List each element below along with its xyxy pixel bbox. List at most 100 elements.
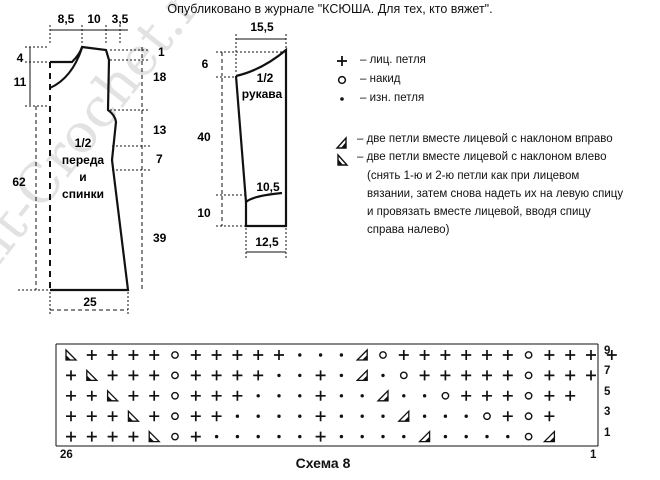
chart-purl-icon (339, 394, 344, 398)
sleeve-outline (235, 47, 288, 228)
chart-k2tog-left-icon (127, 409, 140, 422)
front-back-pattern: 8,5 10 3,5 4 11 62 1 18 13 7 39 25 1/2 п… (12, 12, 167, 316)
chart-k2tog-right-icon (542, 430, 556, 443)
chart-knit-icon (253, 370, 264, 381)
sleeve-dim-bottom: 12,5 (255, 235, 279, 249)
dim-top-1: 8,5 (58, 12, 75, 26)
chart-k2tog-right-icon (397, 409, 410, 422)
chart-yarn-over-icon (171, 412, 179, 421)
row-number-1: 1 (604, 427, 611, 439)
legend-k2tog-right-text: – две петли вместе лицевой с наклоном вп… (357, 133, 613, 145)
chart-purl-icon (422, 414, 427, 418)
sleeve-dim-left-3: 10 (197, 206, 211, 220)
dim-left-3: 62 (12, 175, 26, 189)
chart-purl-icon (235, 434, 240, 439)
chart-knit-icon (86, 431, 97, 442)
chart-yarn-over-icon (524, 412, 533, 421)
chart-purl-icon (485, 434, 489, 439)
chart-knit-icon (211, 390, 222, 401)
dim-right-4: 7 (156, 152, 163, 166)
dim-right-5: 39 (153, 231, 167, 245)
chart-knit-icon (482, 370, 492, 381)
row-number-3: 3 (604, 406, 611, 418)
chart-knit-icon (190, 390, 201, 401)
row-number-7: 7 (604, 365, 611, 377)
chart-yarn-over-icon (171, 391, 179, 400)
chart-knit-icon (232, 350, 243, 360)
legend-note-1: (снять 1-ю и 2-ю петли как при лицевом (367, 170, 580, 182)
chart-purl-icon (298, 434, 302, 439)
chart-knit-icon (107, 350, 118, 360)
chart-purl-icon (360, 414, 364, 418)
chart-knit-icon (502, 350, 513, 360)
chart-knit-icon (482, 350, 492, 360)
chart-purl-icon (256, 434, 260, 439)
chart-knit-icon (419, 370, 430, 381)
chart-knit-icon (586, 370, 596, 381)
chart-knit-icon (66, 390, 76, 401)
stitch-chart (55, 343, 617, 447)
chart-knit-icon (232, 390, 243, 401)
chart-knit-icon (66, 431, 76, 442)
chart-title: Схема 8 (295, 455, 351, 471)
neckline (49, 47, 83, 89)
purl-icon (340, 97, 344, 101)
chart-yarn-over-icon (171, 432, 179, 441)
sleeve-dim-left-2: 40 (197, 130, 211, 144)
chart-knit-icon (190, 411, 201, 422)
piece-label-line-3: и (79, 170, 86, 184)
legend-note-4: справа налево) (367, 224, 450, 236)
legend-k2tog-left-text: – две петли вместе лицевой с наклоном вл… (357, 151, 607, 163)
chart-knit-icon (66, 411, 76, 422)
yarn-over-icon (337, 75, 347, 85)
chart-purl-icon (214, 434, 219, 439)
stitch-count-right: 1 (590, 449, 597, 461)
k2tog-left-icon (337, 153, 349, 166)
chart-purl-icon (360, 434, 364, 439)
piece-label-line-2: переда (62, 153, 105, 167)
chart-knit-icon (86, 411, 97, 422)
chart-purl-icon (422, 394, 427, 398)
dim-right-3: 13 (153, 123, 167, 137)
sleeve-pattern: 15,5 6 40 10 10,5 12,5 1/2 рукава (197, 20, 288, 258)
chart-yarn-over-icon (171, 371, 179, 380)
chart-knit-icon (606, 350, 617, 360)
dim-top-3: 3,5 (112, 12, 129, 26)
chart-purl-icon (298, 353, 302, 357)
chart-knit-icon (211, 350, 222, 360)
legend-symbols (335, 56, 349, 166)
chart-knit-icon (502, 411, 513, 422)
chart-knit-icon (149, 390, 160, 401)
sleeve-dim-left-1: 6 (202, 57, 209, 71)
chart-knit-icon (315, 431, 326, 442)
front-back-outline (50, 45, 130, 292)
chart-knit-icon (232, 370, 243, 381)
knit-icon (337, 56, 347, 66)
chart-yarn-over-icon (399, 371, 408, 380)
chart-knit-icon (253, 350, 264, 360)
chart-knit-icon (190, 431, 201, 442)
sleeve-seam (234, 75, 248, 203)
sleeve-label-line-2: рукава (242, 87, 283, 101)
chart-purl-icon (318, 353, 323, 357)
chart-knit-icon (211, 411, 222, 422)
chart-knit-icon (107, 411, 118, 422)
chart-knit-icon (565, 350, 576, 360)
chart-purl-icon (277, 373, 281, 378)
chart-knit-icon (461, 350, 472, 360)
legend-yo-text: – накид (360, 73, 401, 85)
chart-knit-icon (315, 411, 326, 422)
chart-purl-icon (298, 414, 302, 418)
chart-knit-icon (502, 390, 513, 401)
chart-purl-icon (277, 394, 281, 398)
chart-yarn-over-icon (524, 371, 533, 380)
chart-knit-icon (502, 370, 513, 381)
chart-k2tog-right-icon (355, 348, 368, 361)
chart-knit-icon (565, 390, 576, 401)
chart-purl-icon (381, 434, 385, 439)
sleeve-dim-top: 15,5 (250, 20, 274, 34)
chart-knit-icon (586, 350, 596, 360)
chart-k2tog-left-icon (86, 368, 99, 382)
chart-knit-icon (398, 350, 409, 360)
chart-knit-icon (440, 350, 451, 360)
